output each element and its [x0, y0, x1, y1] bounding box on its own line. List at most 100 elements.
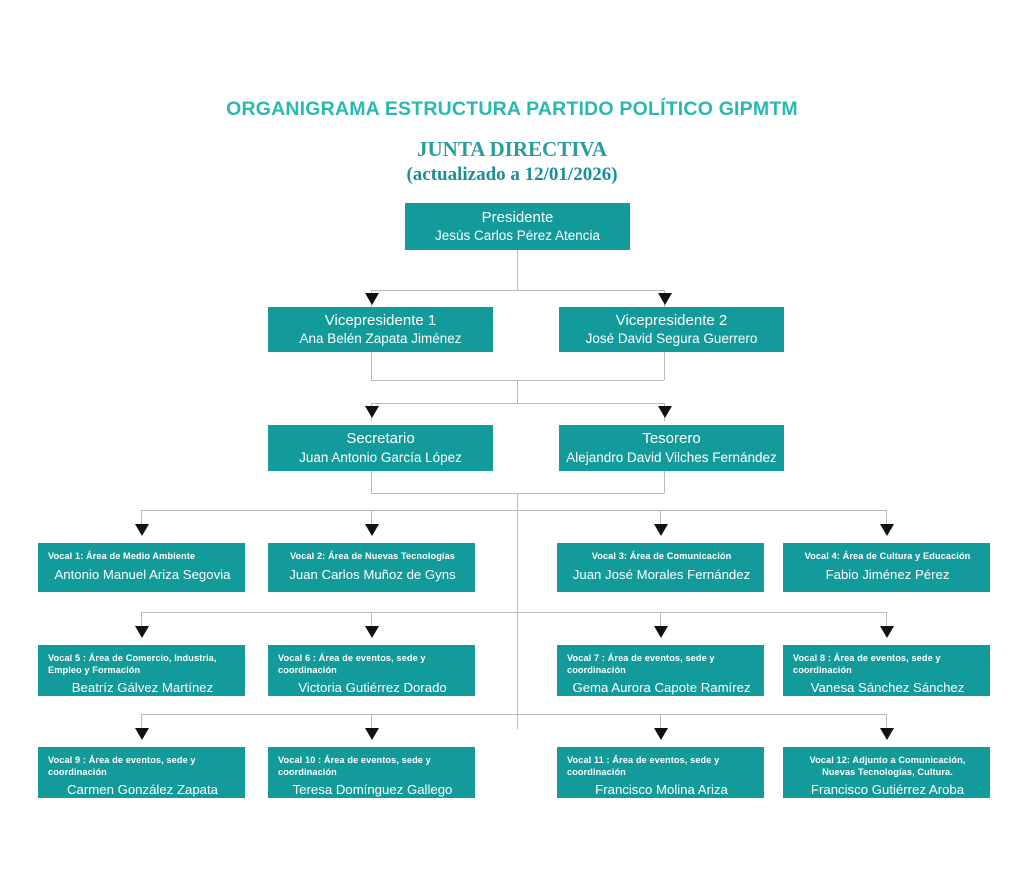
node-role-line1: Vocal 9 : Área de eventos, sede y — [48, 755, 196, 765]
connector-vocal-row1-bus — [141, 510, 886, 511]
node-role: Tesorero — [642, 430, 701, 448]
node-vocal-8[interactable]: Vocal 8 : Área de eventos, sede y coordi… — [783, 645, 990, 696]
node-person: José David Segura Guerrero — [585, 331, 758, 347]
arrow-to-vp1 — [365, 293, 379, 305]
arrow-to-vocal-7 — [654, 626, 668, 638]
node-person: Juan Antonio García López — [299, 449, 462, 465]
node-role-line2: Empleo y Formación — [48, 665, 141, 676]
node-role-line2: coordinación — [278, 767, 337, 778]
node-vocal-3[interactable]: Vocal 3: Área de Comunicación Juan José … — [557, 543, 764, 592]
arrow-to-vocal-12 — [880, 728, 894, 740]
connector-tesorero-down — [664, 471, 665, 493]
connector-vp2-down — [664, 352, 665, 380]
node-role-line1: Vocal 5 : Área de Comercio, Industria, — [48, 653, 217, 663]
node-vocal-1[interactable]: Vocal 1: Área de Medio Ambiente Antonio … — [38, 543, 245, 592]
node-role-line1: Vocal 12: Adjunto a Comunicación, — [809, 755, 966, 765]
node-role: Presidente — [481, 208, 554, 226]
node-vocal-9[interactable]: Vocal 9 : Área de eventos, sede y coordi… — [38, 747, 245, 798]
node-role-line1: Vocal 7 : Área de eventos, sede y — [567, 653, 715, 663]
node-role-line2: coordinación — [567, 665, 626, 676]
connector-officers-bus — [371, 403, 664, 404]
connector-vocal1-drop — [141, 510, 142, 528]
node-vocal-6[interactable]: Vocal 6 : Área de eventos, sede y coordi… — [268, 645, 475, 696]
node-vicepresidente-2[interactable]: Vicepresidente 2 José David Segura Guerr… — [559, 307, 784, 352]
node-vocal-11[interactable]: Vocal 11 : Área de eventos, sede y coord… — [557, 747, 764, 798]
connector-vocal-row3-bus — [141, 714, 886, 715]
node-vicepresidente-1[interactable]: Vicepresidente 1 Ana Belén Zapata Jiméne… — [268, 307, 493, 352]
node-role-line2: coordinación — [278, 665, 337, 676]
node-person: Victoria Gutiérrez Dorado — [298, 679, 447, 695]
node-secretario[interactable]: Secretario Juan Antonio García López — [268, 425, 493, 471]
node-presidente[interactable]: Presidente Jesús Carlos Pérez Atencia — [405, 203, 630, 250]
connector-secretario-down — [371, 471, 372, 493]
node-person: Teresa Domínguez Gallego — [292, 781, 453, 797]
node-vocal-2[interactable]: Vocal 2: Área de Nuevas Tecnologías Juan… — [268, 543, 475, 592]
node-person: Alejandro David Vilches Fernández — [566, 449, 777, 465]
arrow-to-secretario — [365, 406, 379, 418]
node-vocal-4[interactable]: Vocal 4: Área de Cultura y Educación Fab… — [783, 543, 990, 592]
arrow-to-vocal-3 — [654, 524, 668, 536]
node-person: Juan José Morales Fernández — [572, 567, 751, 583]
node-vocal-7[interactable]: Vocal 7 : Área de eventos, sede y coordi… — [557, 645, 764, 696]
connector-vocal9-drop — [141, 714, 142, 732]
node-role-line1: Vocal 11 : Área de eventos, sede y — [567, 755, 720, 765]
node-role-line1: Vocal 8 : Área de eventos, sede y — [793, 653, 941, 663]
arrow-to-vocal-9 — [135, 728, 149, 740]
connector-center-spine — [517, 493, 518, 729]
node-role: Vicepresidente 1 — [324, 311, 437, 329]
node-role-line2: Nuevas Tecnologías, Cultura. — [822, 767, 953, 778]
node-role: Vocal 2: Área de Nuevas Tecnologías — [289, 551, 456, 561]
arrow-to-vocal-4 — [880, 524, 894, 536]
arrow-to-vocal-6 — [365, 626, 379, 638]
node-person: Fabio Jiménez Pérez — [825, 567, 950, 583]
node-role: Vocal 4: Área de Cultura y Educación — [804, 551, 971, 561]
node-role: Vocal 1: Área de Medio Ambiente — [48, 551, 196, 561]
connector-vocal8-drop — [886, 612, 887, 630]
connector-vocal6-drop — [371, 612, 372, 630]
arrow-to-vocal-5 — [135, 626, 149, 638]
node-role: Vicepresidente 2 — [615, 311, 728, 329]
node-person: Vanesa Sánchez Sánchez — [810, 679, 965, 695]
connector-vocal7-drop — [660, 612, 661, 630]
connector-vocal3-drop — [660, 510, 661, 528]
node-person: Jesús Carlos Pérez Atencia — [434, 228, 601, 244]
page-title: ORGANIGRAMA ESTRUCTURA PARTIDO POLÍTICO … — [226, 98, 798, 120]
node-person: Francisco Gutiérrez Aroba — [810, 781, 965, 797]
node-vocal-5[interactable]: Vocal 5 : Área de Comercio, Industria, E… — [38, 645, 245, 696]
connector-vocal-row2-bus — [141, 612, 886, 613]
page-subtitle: JUNTA DIRECTIVA — [416, 137, 607, 161]
node-vocal-10[interactable]: Vocal 10 : Área de eventos, sede y coord… — [268, 747, 475, 798]
node-vocal-12[interactable]: Vocal 12: Adjunto a Comunicación, Nuevas… — [783, 747, 990, 798]
updated-date: (actualizado a 12/01/2026) — [406, 164, 618, 185]
node-tesorero[interactable]: Tesorero Alejandro David Vilches Fernánd… — [559, 425, 784, 471]
connector-vocal12-drop — [886, 714, 887, 732]
node-role-line2: coordinación — [567, 767, 626, 778]
node-role: Vocal 3: Área de Comunicación — [591, 551, 732, 561]
connector-center-stem-1 — [517, 380, 518, 403]
node-role-line2: coordinación — [48, 767, 107, 778]
node-role-line1: Vocal 10 : Área de eventos, sede y — [278, 755, 431, 765]
arrow-to-vocal-8 — [880, 626, 894, 638]
arrow-to-vocal-10 — [365, 728, 379, 740]
connector-vocal11-drop — [660, 714, 661, 732]
connector-presidente-stem — [517, 250, 518, 290]
connector-vocal5-drop — [141, 612, 142, 630]
connector-vocal2-drop — [371, 510, 372, 528]
node-person: Juan Carlos Muñoz de Gyns — [289, 567, 456, 583]
arrow-to-tesorero — [658, 406, 672, 418]
arrow-to-vocal-11 — [654, 728, 668, 740]
node-person: Carmen González Zapata — [67, 781, 218, 797]
connector-vp1-down — [371, 352, 372, 380]
connector-vp-bus — [371, 290, 664, 291]
arrow-to-vocal-1 — [135, 524, 149, 536]
node-person: Francisco Molina Ariza — [595, 781, 728, 797]
node-person: Gema Aurora Capote Ramírez — [572, 679, 751, 695]
arrow-to-vp2 — [658, 293, 672, 305]
connector-vocal4-drop — [886, 510, 887, 528]
node-person: Antonio Manuel Ariza Segovia — [54, 567, 231, 583]
node-role-line1: Vocal 6 : Área de eventos, sede y — [278, 653, 426, 663]
node-person: Ana Belén Zapata Jiménez — [299, 331, 462, 347]
node-role: Secretario — [346, 430, 415, 448]
arrow-to-vocal-2 — [365, 524, 379, 536]
